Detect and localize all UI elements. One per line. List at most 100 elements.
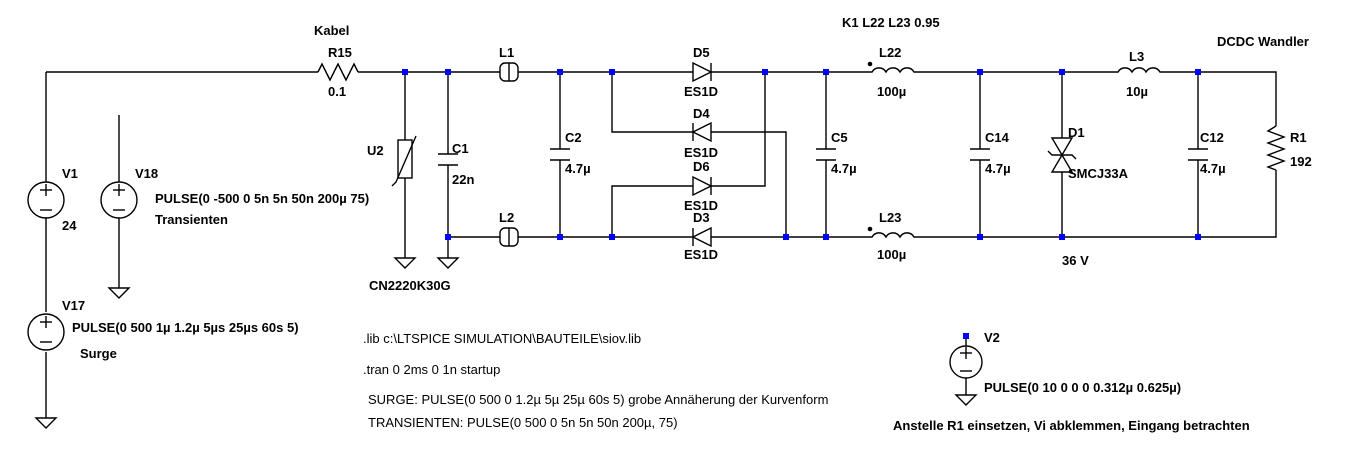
label-u2-value: CN2220K30G <box>369 278 451 293</box>
node <box>977 234 983 240</box>
label-l3-value: 10µ <box>1126 84 1148 99</box>
label-d1-name: D1 <box>1068 125 1085 140</box>
label-c14-value: 4.7µ <box>985 161 1011 176</box>
label-v18-note: Transienten <box>155 212 228 227</box>
label-d5-value: ES1D <box>684 84 718 99</box>
label-d3-value: ES1D <box>684 247 718 262</box>
varistor-u2-symbol <box>391 135 417 187</box>
label-r15-name: R15 <box>328 45 352 60</box>
label-c14-name: C14 <box>985 130 1010 145</box>
comment-transienten: TRANSIENTEN: PULSE(0 500 0 5n 5n 50n 200… <box>368 415 678 430</box>
label-c1-value: 22n <box>452 172 474 187</box>
wire-r1-bottom <box>1198 170 1277 238</box>
label-kabel: Kabel <box>314 23 349 38</box>
node <box>557 69 563 75</box>
ground-icon <box>34 417 58 429</box>
label-k-statement: K1 L22 L23 0.95 <box>842 15 940 30</box>
wire-bridge-left <box>611 72 693 133</box>
wire-bridge-d6-right <box>711 72 766 187</box>
capacitor-c12-symbol <box>1188 148 1208 161</box>
node <box>445 234 451 240</box>
node <box>762 69 768 75</box>
resistor-r1-symbol <box>1266 125 1286 171</box>
node <box>783 234 789 240</box>
labels: Kabel K1 L22 L23 0.95 DCDC Wandler 36 V … <box>62 15 1312 395</box>
label-c5-value: 4.7µ <box>831 161 857 176</box>
label-u2-name: U2 <box>367 143 384 158</box>
label-r1-name: R1 <box>1290 130 1307 145</box>
ground-icon <box>107 287 131 299</box>
label-d4-name: D4 <box>693 106 710 121</box>
label-v2-name: V2 <box>984 330 1000 345</box>
inductor-l3-symbol <box>1114 67 1162 74</box>
node <box>823 69 829 75</box>
directive-tran: .tran 0 2ms 0 1n startup <box>363 362 500 377</box>
diode-d5-symbol <box>692 61 713 83</box>
ferrite-bead-l2-symbol <box>499 227 519 247</box>
label-c2-name: C2 <box>565 130 582 145</box>
voltage-source-v18-symbol <box>100 181 138 219</box>
directive-lib: .lib c:\LTSPICE SIMULATION\BAUTEILE\siov… <box>363 331 641 346</box>
ground-icon <box>954 394 978 406</box>
label-d4-value: ES1D <box>684 145 718 160</box>
label-l3-name: L3 <box>1129 49 1144 64</box>
comment-surge: SURGE: PULSE(0 500 0 1.2µ 5µ 25µ 60s 5) … <box>368 392 828 407</box>
node <box>1059 69 1065 75</box>
label-r1-value: 192 <box>1290 154 1312 169</box>
label-d6-value: ES1D <box>684 198 718 213</box>
label-c2-value: 4.7µ <box>565 161 591 176</box>
node <box>445 69 451 75</box>
label-36v: 36 V <box>1062 253 1089 268</box>
capacitor-c2-symbol <box>550 148 570 161</box>
label-c5-name: C5 <box>831 130 848 145</box>
node <box>609 234 615 240</box>
voltage-source-v17-symbol <box>27 313 65 351</box>
label-d5-name: D5 <box>693 45 710 60</box>
wires <box>45 71 1277 418</box>
diode-d3-symbol <box>691 226 712 248</box>
node <box>609 69 615 75</box>
inductor-l22-symbol <box>868 67 918 74</box>
wire-l3-r1 <box>1162 71 1277 126</box>
diode-d6-symbol <box>692 175 713 197</box>
wire-bridge-d6 <box>611 185 693 237</box>
voltage-source-v1-symbol <box>27 181 65 219</box>
label-c12-value: 4.7µ <box>1200 161 1226 176</box>
label-c12-name: C12 <box>1200 130 1224 145</box>
voltage-source-v2-symbol <box>949 333 983 395</box>
ground-icon <box>393 257 417 269</box>
label-v1-value: 24 <box>62 218 77 233</box>
label-v18-value: PULSE(0 -500 0 5n 5n 50n 200µ 75) <box>155 191 369 206</box>
diode-d4-symbol <box>691 121 712 143</box>
junction-nodes <box>402 69 1201 240</box>
node <box>977 69 983 75</box>
capacitor-c1-symbol <box>438 153 458 166</box>
node <box>823 234 829 240</box>
label-v17-note: Surge <box>80 346 117 361</box>
label-v2-value: PULSE(0 10 0 0 0 0.312µ 0.625µ) <box>984 380 1181 395</box>
label-d1-value: SMCJ33A <box>1068 166 1129 181</box>
spice-directives: .lib c:\LTSPICE SIMULATION\BAUTEILE\siov… <box>363 331 1250 433</box>
label-v17-name: V17 <box>62 298 85 313</box>
node <box>1195 69 1201 75</box>
label-v17-value: PULSE(0 500 1µ 1.2µ 5µs 25µs 60s 5) <box>72 320 299 335</box>
label-l23-name: L23 <box>879 210 901 225</box>
label-l1-name: L1 <box>499 45 514 60</box>
inductor-l22-dot <box>867 61 873 67</box>
label-l22-value: 100µ <box>877 84 906 99</box>
capacitor-c5-symbol <box>816 148 836 161</box>
label-l22-name: L22 <box>879 45 901 60</box>
inductor-l23-dot <box>867 226 873 232</box>
label-l23-value: 100µ <box>877 247 906 262</box>
label-l2-name: L2 <box>499 210 514 225</box>
label-d6-name: D6 <box>693 159 710 174</box>
resistor-r15-symbol <box>317 62 359 82</box>
label-c1-name: C1 <box>452 141 469 156</box>
node <box>1059 234 1065 240</box>
label-dcdc: DCDC Wandler <box>1217 34 1309 49</box>
node <box>402 69 408 75</box>
capacitor-c14-symbol <box>970 148 990 161</box>
tvs-diode-d1-symbol <box>1047 137 1077 173</box>
ferrite-bead-l1-symbol <box>499 62 519 82</box>
